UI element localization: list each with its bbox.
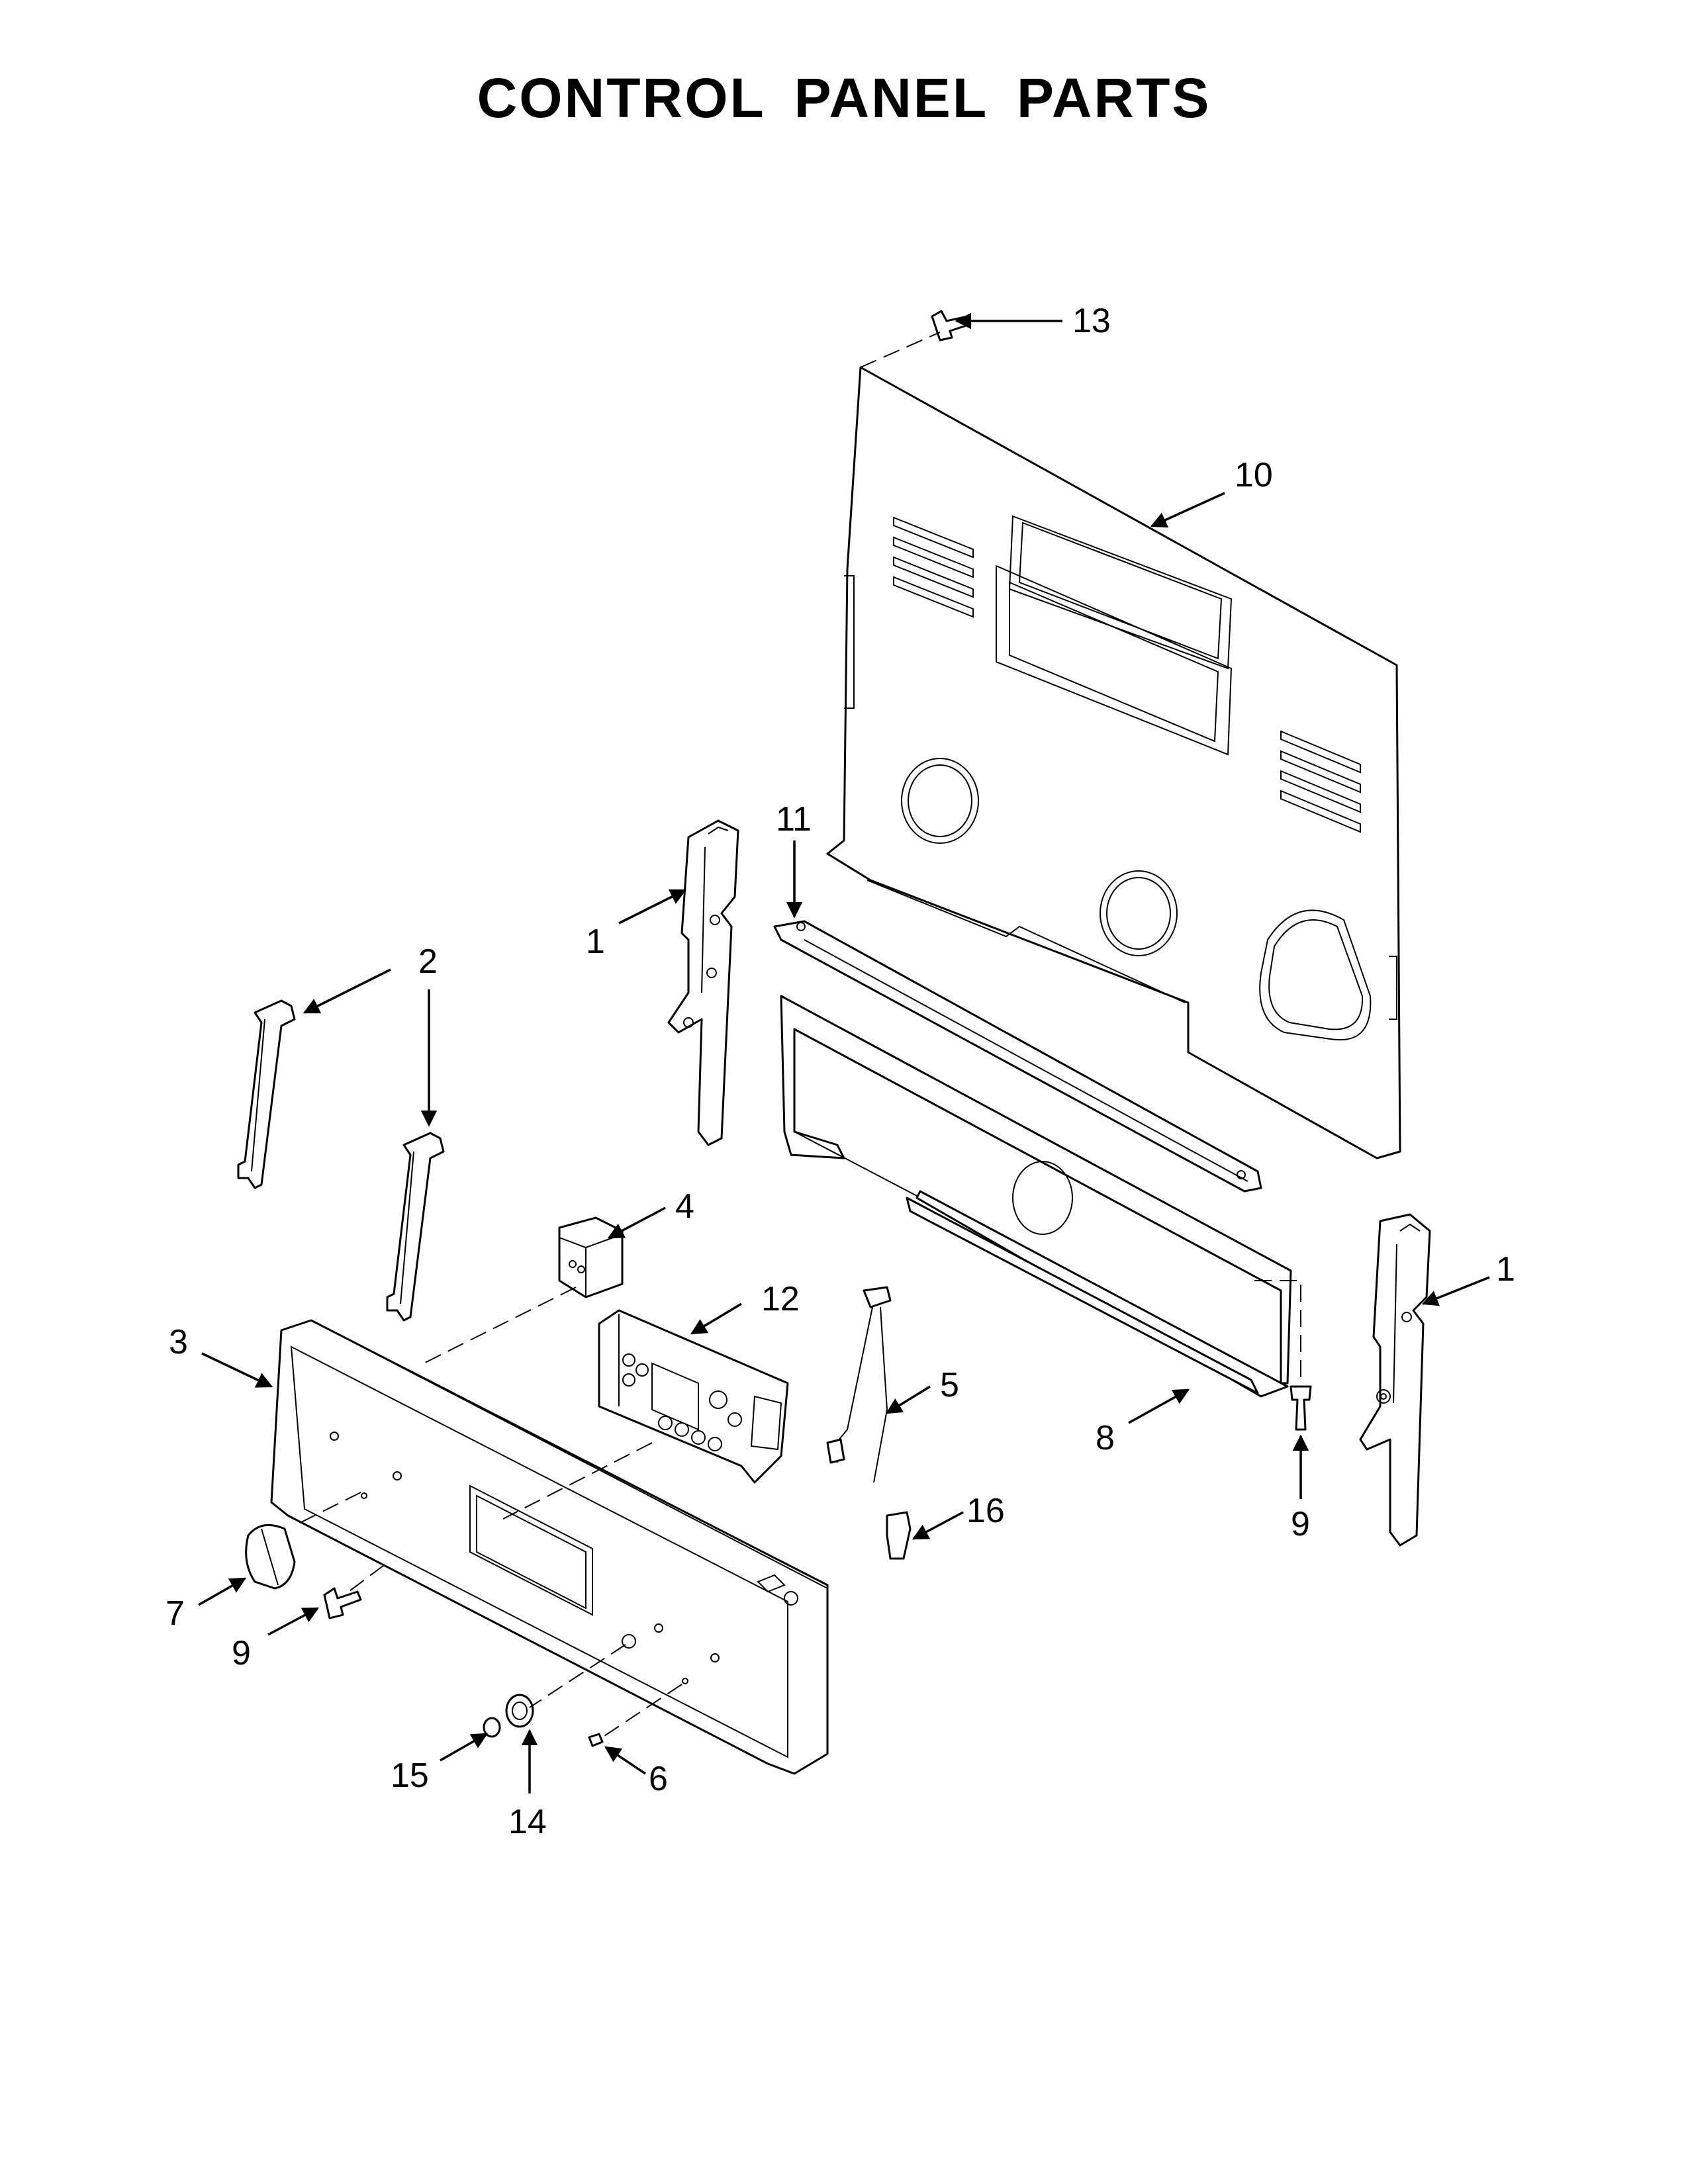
knob-part <box>245 1524 296 1590</box>
callout-10: 10 <box>1235 456 1273 494</box>
leader-arrows <box>198 312 1490 1794</box>
callout-3: 3 <box>169 1323 188 1361</box>
rear-panel-part <box>826 366 1401 1160</box>
sensor-part <box>886 1511 912 1560</box>
callout-8: 8 <box>1096 1419 1115 1457</box>
rail-strip-part <box>773 920 1262 1193</box>
assembly-lines <box>301 332 1301 1738</box>
side-bracket-left-part <box>667 819 739 1146</box>
small-hardware-part <box>483 1694 604 1747</box>
trim-clip-part <box>237 999 445 1322</box>
callout-5: 5 <box>940 1366 959 1404</box>
side-bracket-right-part <box>1359 1213 1431 1547</box>
callout-16: 16 <box>966 1492 1005 1530</box>
callout-9-right: 9 <box>1291 1505 1310 1543</box>
lower-shield-part <box>780 995 1292 1398</box>
callout-6: 6 <box>649 1760 668 1798</box>
callout-13: 13 <box>1072 302 1111 340</box>
page-title: CONTROL PANEL PARTS <box>477 67 1211 129</box>
callout-15: 15 <box>391 1756 429 1795</box>
callout-4: 4 <box>675 1187 694 1226</box>
callout-1-right: 1 <box>1496 1250 1515 1289</box>
small-block-part <box>558 1216 624 1298</box>
callout-11: 11 <box>776 800 812 839</box>
control-board-part <box>598 1309 789 1484</box>
callout-7: 7 <box>165 1594 185 1633</box>
callout-14: 14 <box>508 1803 547 1841</box>
callout-9-left: 9 <box>232 1634 251 1672</box>
console-panel-part <box>270 1319 829 1775</box>
wire-harness-part <box>826 1286 892 1483</box>
callout-12: 12 <box>761 1280 800 1318</box>
callout-1-left: 1 <box>586 923 605 961</box>
callout-2: 2 <box>418 942 438 981</box>
